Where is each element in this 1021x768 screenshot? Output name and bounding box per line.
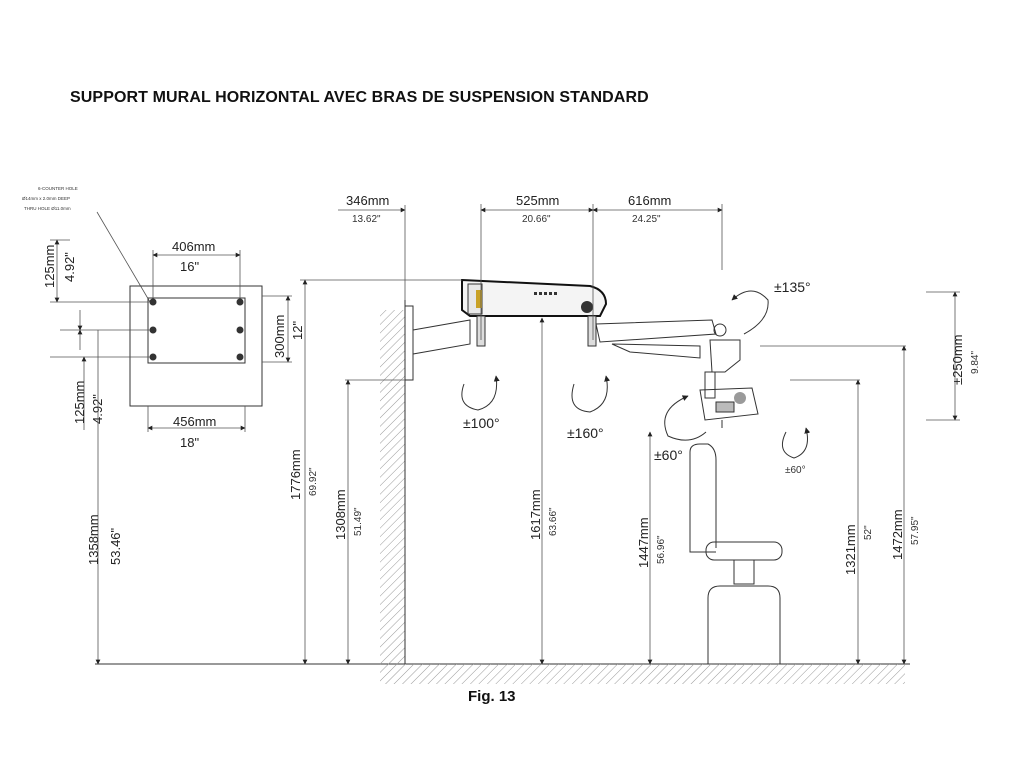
plate-note-line-2: Ø14mm x 2.0mm DEEP [22, 196, 70, 201]
mounting-holes [149, 298, 244, 361]
plate-height-mm: 300mm [272, 315, 287, 358]
plate-floor-height-mm: 1358mm [86, 514, 101, 565]
plate-bottom-width-in: 18" [180, 435, 199, 450]
plate-top-width-mm: 406mm [172, 239, 215, 254]
height-1472-mm: 1472mm [890, 509, 905, 560]
height-1447-in: 56.96" [656, 535, 667, 564]
floor [95, 663, 910, 684]
angle-100: ±100° [463, 415, 500, 431]
arm2-length-in: 24.25" [632, 214, 661, 225]
top-dimensions: 346mm 13.62" 525mm 20.66" 616mm 24.25" [338, 193, 723, 340]
suspension-arm [461, 278, 759, 428]
height-1447-mm: 1447mm [636, 517, 651, 568]
wall-offset-in: 13.62" [352, 214, 381, 225]
plate-floor-height-in: 53.46" [108, 527, 123, 565]
arm1-length-mm: 525mm [516, 193, 559, 208]
wall-plate-view: 6-COUNTER HOLE Ø14mm x 2.0mm DEEP THRU H… [22, 186, 305, 665]
plate-top-width-in: 16" [180, 259, 199, 274]
angle-135: ±135° [774, 279, 811, 295]
angle-60-right: ±60° [785, 465, 806, 476]
height-1308-mm: 1308mm [333, 489, 348, 540]
diagram-title: SUPPORT MURAL HORIZONTAL AVEC BRAS DE SU… [70, 89, 649, 106]
height-1776-in: 69.92" [308, 467, 319, 496]
plate-note-line-1: 6-COUNTER HOLE [38, 186, 78, 191]
rotation-arrow-100 [461, 375, 500, 411]
height-dimensions: 1776mm 69.92" 1308mm 51.49" 1617mm 63.66… [288, 279, 981, 665]
height-1321-mm: 1321mm [843, 524, 858, 575]
height-1321-in: 52" [863, 525, 874, 540]
rotation-arrow-60-left [664, 395, 707, 441]
plate-note-line-3: THRU HOLE Ø11.0mm [24, 206, 71, 211]
plate-bottom-width-mm: 456mm [173, 414, 216, 429]
wall-offset-mm: 346mm [346, 193, 389, 208]
height-1617-in: 63.66" [548, 507, 559, 536]
height-1308-in: 51.49" [353, 507, 364, 536]
plate-height-in: 12" [290, 321, 305, 340]
height-1472-in: 57.95" [910, 516, 921, 545]
height-1776-mm: 1776mm [288, 449, 303, 500]
plate-top-offset-in: 4.92" [62, 252, 77, 282]
angle-160: ±160° [567, 425, 604, 441]
rotation-arrow-60-right [781, 427, 811, 459]
rotation-indicators: ±100° ±160° ±135° ±60° ±60° [461, 279, 811, 476]
figure-caption: Fig. 13 [468, 688, 516, 705]
vertical-range-in: 9.84" [970, 351, 981, 374]
arm1-length-in: 20.66" [522, 214, 551, 225]
wall [380, 300, 471, 664]
plate-outer [129, 285, 263, 407]
plate-bottom-offset-in: 4.92" [90, 394, 105, 424]
rotation-arrow-160 [571, 375, 611, 413]
vertical-range-mm: ±250mm [950, 335, 965, 385]
height-1617-mm: 1617mm [528, 489, 543, 540]
plate-bottom-offset-mm: 125mm [72, 381, 87, 424]
plate-note-leader [96, 211, 151, 303]
rotation-arrow-135 [731, 290, 769, 335]
plate-top-offset-mm: 125mm [42, 245, 57, 288]
angle-60-left: ±60° [654, 447, 683, 463]
arm2-length-mm: 616mm [628, 193, 671, 208]
chair [689, 443, 783, 664]
plate-inner [147, 297, 246, 364]
